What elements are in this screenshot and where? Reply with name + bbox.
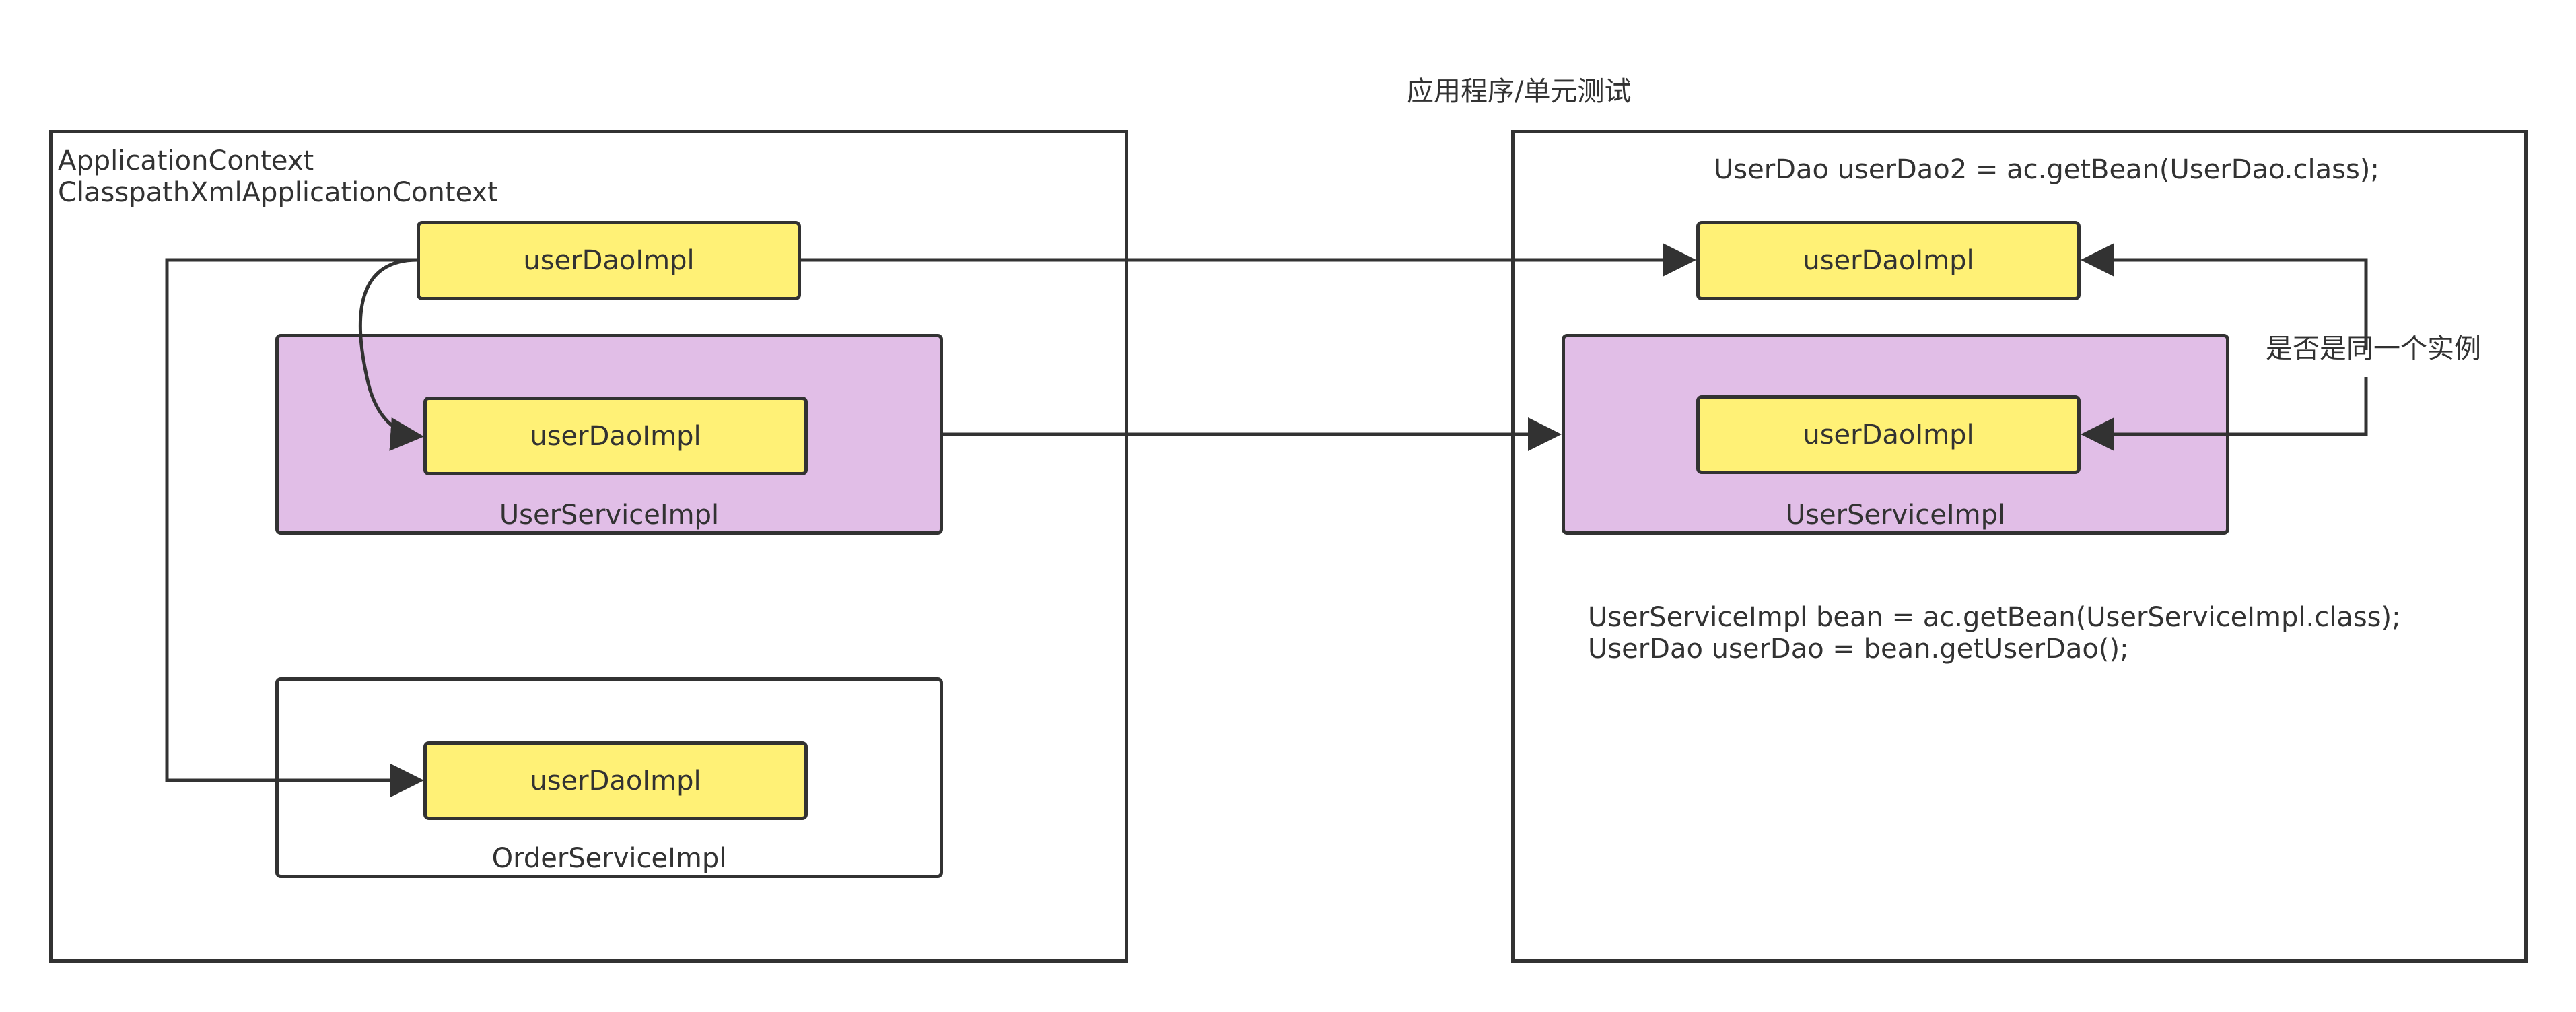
code-top-line: UserDao userDao2 = ac.getBean(UserDao.cl…: [1714, 154, 2379, 185]
edge-compare-bottom: [2081, 377, 2368, 451]
edge-top-to-userservice: [358, 258, 424, 451]
left-order-userdaoimpl-node[interactable]: userDaoImpl: [423, 741, 808, 820]
diagram-heading: 应用程序/单元测试: [1407, 76, 1632, 107]
right-top-userdaoimpl-node[interactable]: userDaoImpl: [1696, 221, 2081, 300]
container-title-line1: ApplicationContext: [58, 145, 314, 176]
code-bottom-line2: UserDao userDao = bean.getUserDao();: [1588, 634, 2129, 665]
left-service-userdaoimpl-node[interactable]: userDaoImpl: [423, 397, 808, 475]
container-title-line2: ClasspathXmlApplicationContext: [58, 177, 498, 208]
edge-top-to-orderservice: [165, 258, 424, 797]
left-userserviceimpl-box[interactable]: UserServiceImpl: [275, 334, 943, 535]
same-instance-label: 是否是同一个实例: [2263, 333, 2484, 365]
code-bottom-line1: UserServiceImpl bean = ac.getBean(UserSe…: [1588, 602, 2401, 633]
right-userserviceimpl-label: UserServiceImpl: [1785, 500, 2006, 531]
left-userserviceimpl-label: UserServiceImpl: [499, 500, 720, 531]
left-top-userdaoimpl-node[interactable]: userDaoImpl: [417, 221, 801, 300]
left-orderserviceimpl-label: OrderServiceImpl: [491, 843, 727, 874]
right-service-userdaoimpl-node[interactable]: userDaoImpl: [1696, 395, 2081, 474]
edge-compare-top: [2081, 243, 2368, 350]
